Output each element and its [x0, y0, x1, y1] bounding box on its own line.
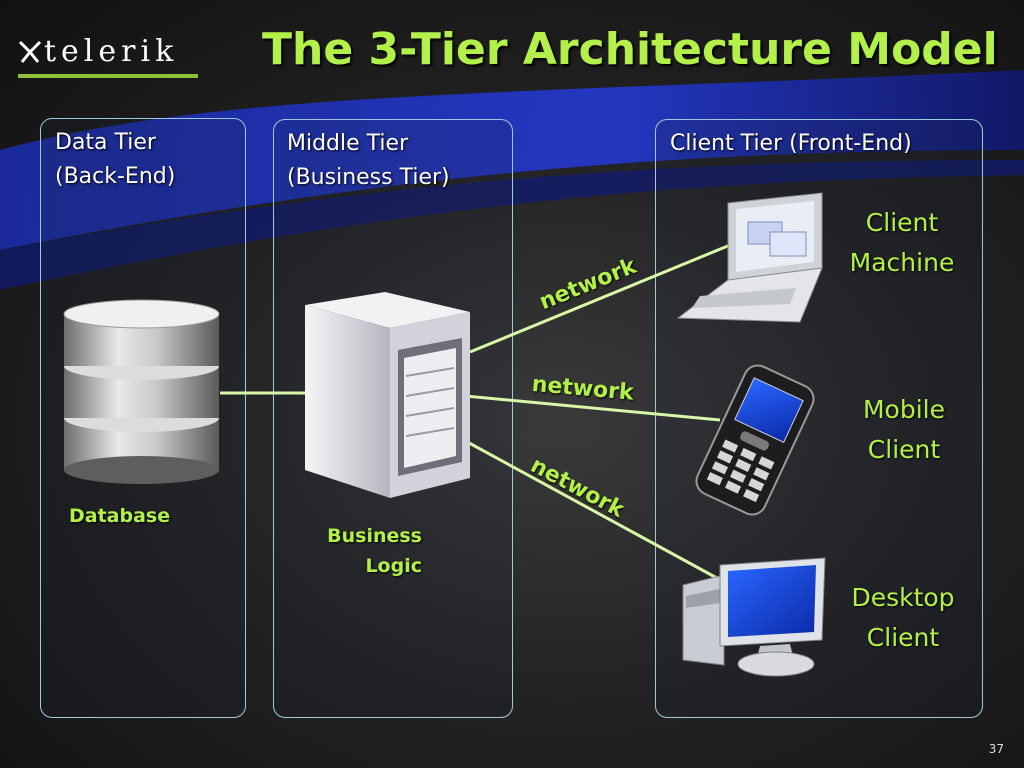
- client-machine-label: Client Machine: [836, 203, 968, 283]
- mobile-client-line1: Mobile: [862, 395, 945, 424]
- middle-tier-title-line2: (Business Tier): [287, 165, 450, 191]
- logo-underline: [18, 74, 198, 78]
- connector-server-mobile: [464, 394, 721, 422]
- telerik-mark-icon: [18, 40, 42, 63]
- middle-tier-title-line1: Middle Tier: [287, 131, 409, 156]
- connector-server-client-machine: [469, 241, 736, 354]
- business-logic-line1: Business: [327, 525, 422, 547]
- business-logic-label: Business Logic: [326, 521, 422, 582]
- client-machine-line1: Client: [865, 208, 939, 237]
- desktop-client-line2: Client: [866, 623, 940, 652]
- middle-tier-title: Middle Tier (Business Tier): [287, 127, 450, 195]
- laptop-icon: [676, 192, 823, 323]
- desktop-computer-icon: [682, 557, 826, 677]
- mobile-client-label: Mobile Client: [838, 390, 970, 470]
- page-number: 37: [988, 742, 1004, 756]
- data-tier-title-line2: (Back-End): [55, 164, 176, 190]
- mobile-phone-icon: [695, 364, 815, 516]
- desktop-client-line1: Desktop: [851, 583, 955, 612]
- client-machine-line2: Machine: [849, 248, 955, 277]
- data-tier-title: Data Tier (Back-End): [55, 126, 175, 194]
- database-icon: [63, 299, 220, 484]
- telerik-logo: telerik: [18, 30, 198, 82]
- business-logic-line2: Logic: [365, 555, 422, 578]
- slide-title: The 3-Tier Architecture Model: [262, 24, 998, 75]
- client-tier-title: Client Tier (Front-End): [670, 131, 912, 156]
- data-tier-title-line1: Data Tier: [55, 130, 156, 155]
- desktop-client-label: Desktop Client: [836, 578, 970, 658]
- mobile-client-line2: Client: [867, 435, 941, 464]
- server-icon: [305, 292, 470, 498]
- connector-server-desktop: [459, 436, 727, 585]
- database-label: Database: [69, 505, 171, 527]
- logo-text: telerik: [44, 34, 179, 69]
